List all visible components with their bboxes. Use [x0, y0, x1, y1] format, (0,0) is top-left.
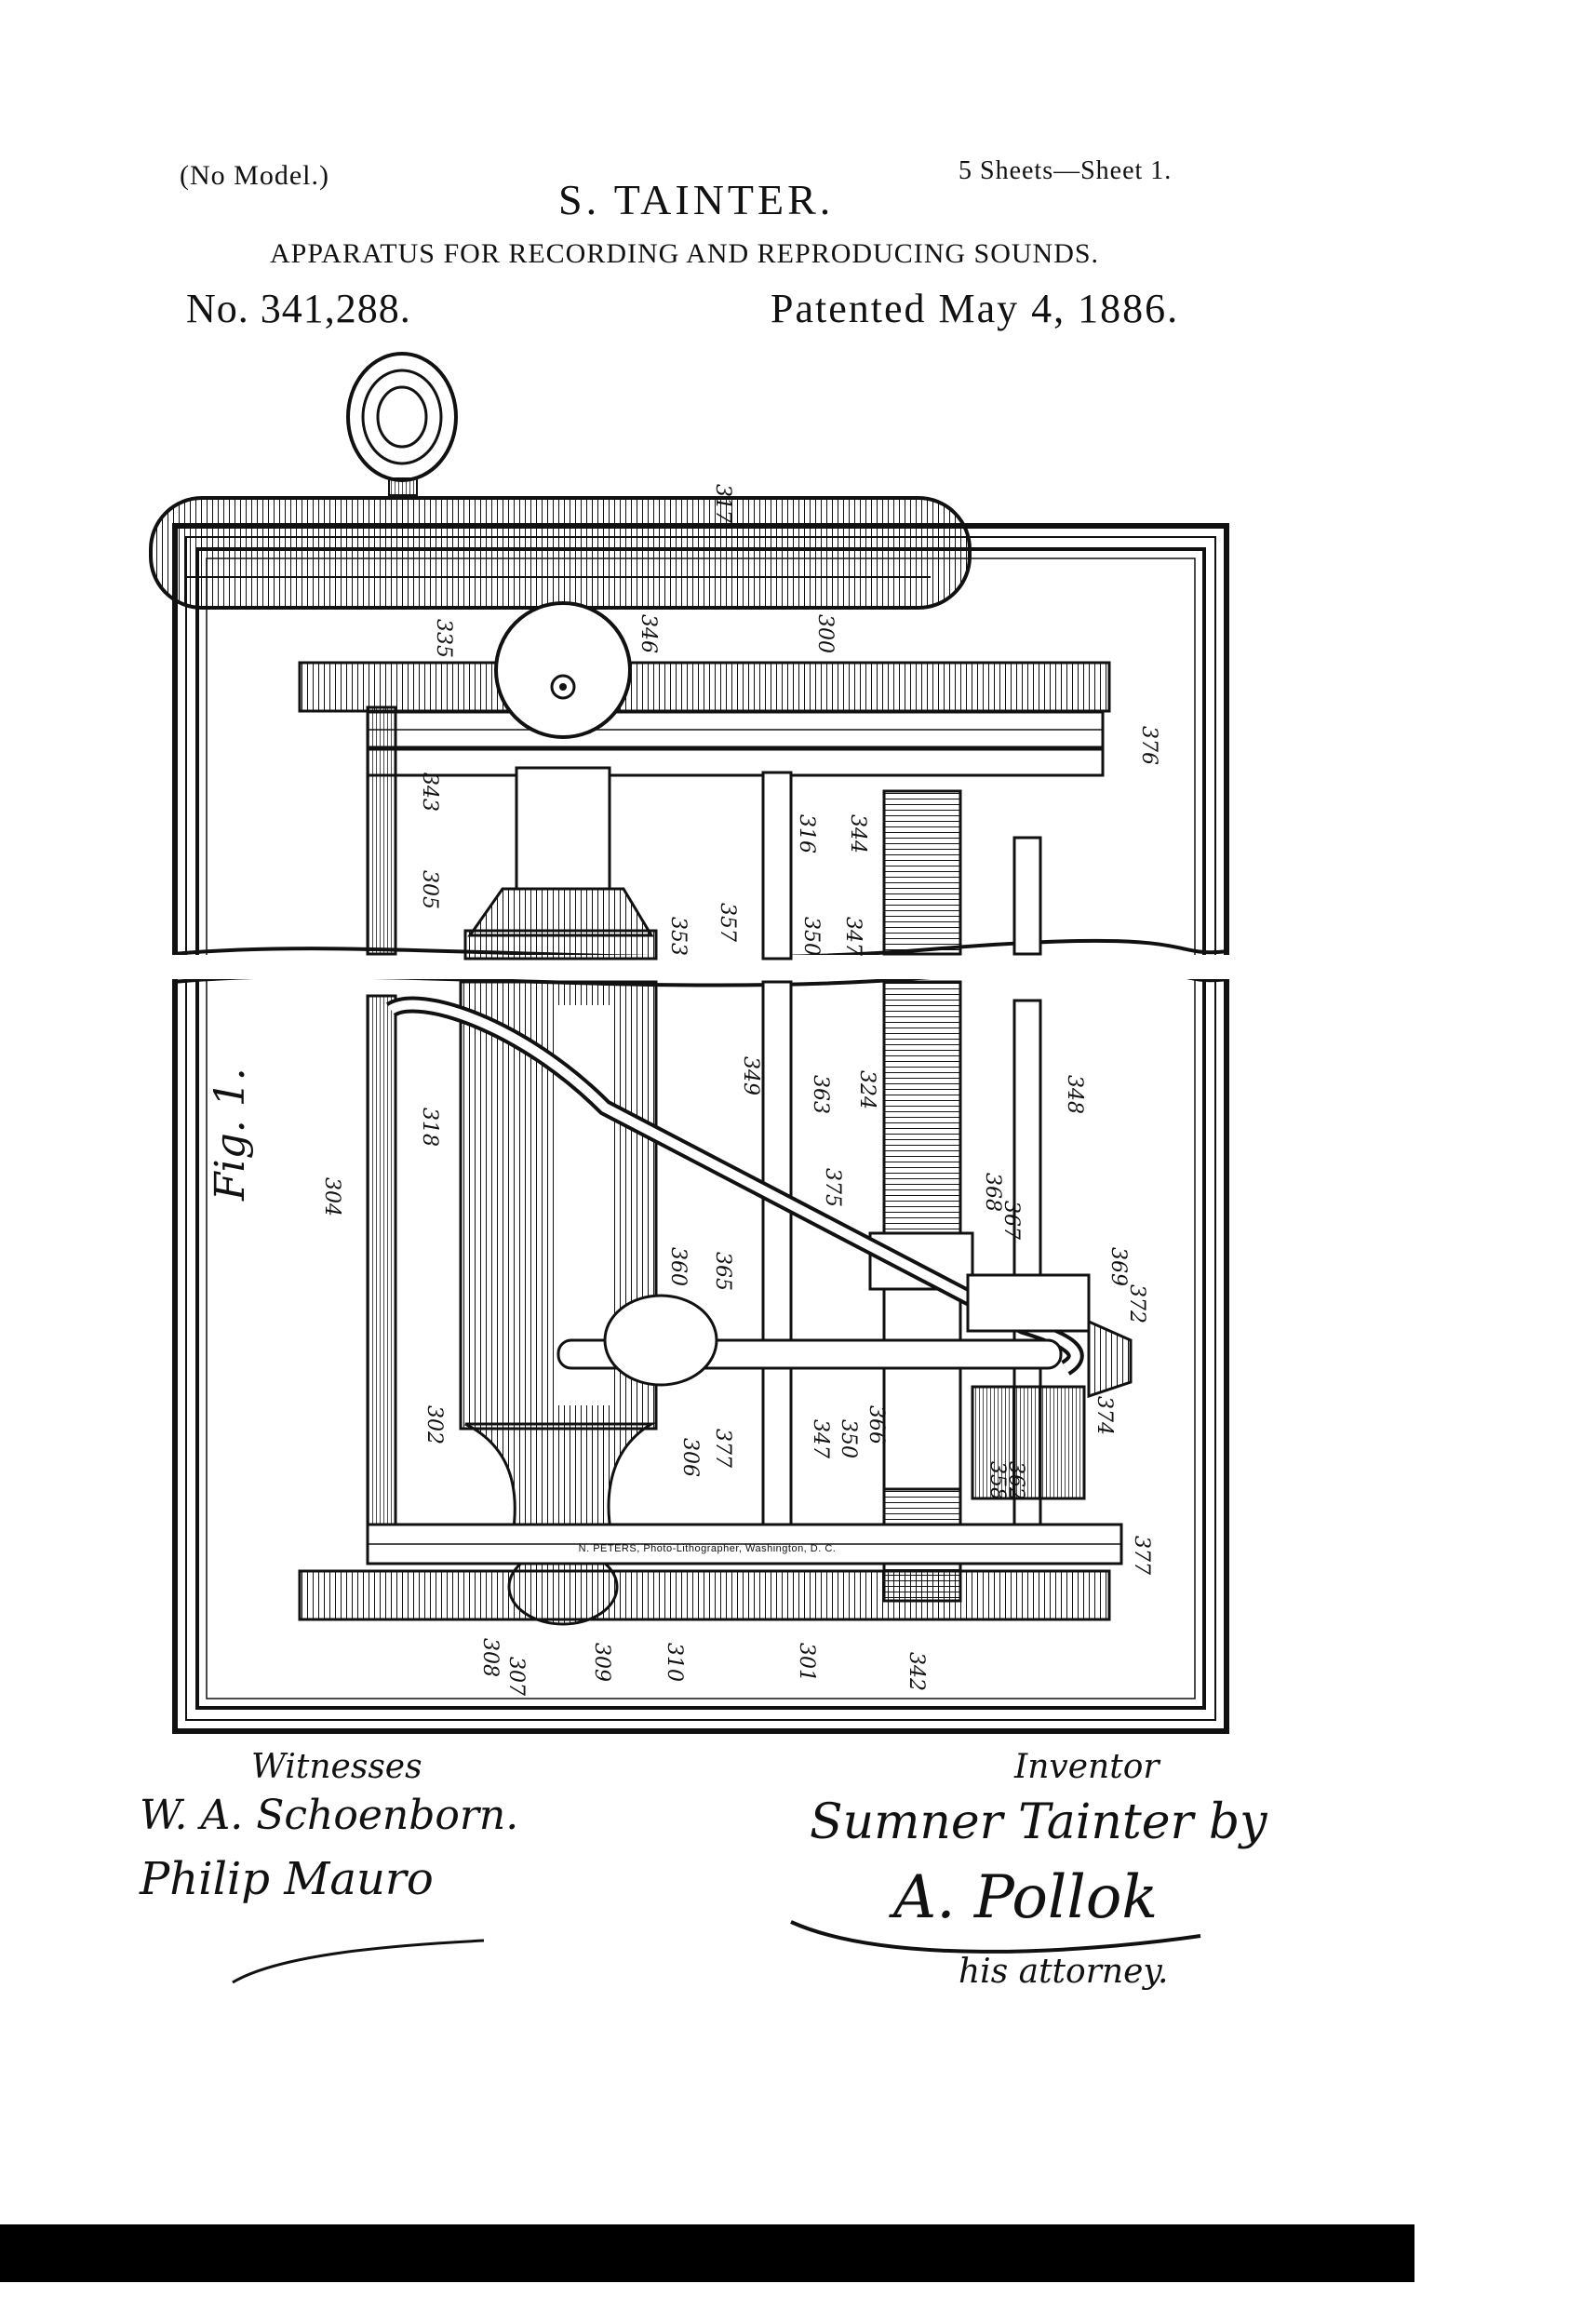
ref-324: 324 [855, 1070, 878, 1109]
ref-368: 368 [981, 1173, 1004, 1212]
ref-372: 372 [1125, 1284, 1148, 1323]
attorney-note: his attorney. [959, 1953, 1168, 1991]
attorney-signature: A. Pollok [889, 1863, 1158, 1932]
patent-number: No. 341,288. [186, 286, 411, 331]
ref-353: 353 [666, 917, 690, 956]
ref-349: 349 [739, 1056, 762, 1095]
ref-310: 310 [663, 1643, 686, 1682]
ref-300: 300 [813, 614, 837, 653]
ref-318: 318 [418, 1108, 441, 1147]
main-cylinder [459, 766, 658, 1626]
upper-gear-bar [298, 661, 1111, 777]
ref-350b: 350 [837, 1419, 860, 1458]
diagonal-arm [386, 996, 1084, 1387]
ref-357: 357 [716, 903, 739, 942]
ref-307: 307 [504, 1657, 528, 1696]
ref-366: 366 [865, 1405, 888, 1444]
ref-304: 304 [320, 1177, 343, 1216]
inventor-label: Inventor [1013, 1748, 1160, 1786]
crank-handle [346, 352, 458, 496]
governor-ball [494, 601, 632, 739]
carriage [966, 1273, 1133, 1500]
ref-363: 363 [809, 1075, 832, 1114]
scan-border-bar [0, 2224, 1414, 2282]
threaded-screw-shaft [868, 789, 974, 1603]
patent-date: Patented May 4, 1886. [771, 286, 1180, 331]
ref-376: 376 [1137, 726, 1160, 765]
ref-377b: 377 [1130, 1536, 1153, 1575]
ref-302: 302 [422, 1405, 446, 1444]
ref-360: 360 [666, 1247, 690, 1286]
ref-348: 348 [1063, 1075, 1086, 1114]
ref-344: 344 [846, 814, 869, 853]
signatures: Witnesses W. A. Schoenborn. Philip Mauro… [139, 1748, 1267, 1991]
ref-377: 377 [711, 1429, 734, 1468]
ref-358: 358 [985, 1461, 1009, 1500]
printer-credit: N. PETERS, Photo-Lithographer, Washingto… [578, 1543, 837, 1554]
witness-1-signature: W. A. Schoenborn. [140, 1792, 518, 1839]
ref-305: 305 [418, 870, 441, 909]
ref-367: 367 [999, 1201, 1023, 1240]
ref-308: 308 [478, 1638, 502, 1677]
inventor-name: S. TAINTER. [558, 176, 835, 223]
inventor-signature: Sumner Tainter by [810, 1794, 1267, 1850]
patent-title: APPARATUS FOR RECORDING AND REPRODUCING … [270, 238, 1100, 269]
witness-2-signature: Philip Mauro [139, 1853, 434, 1905]
model-note: (No Model.) [180, 160, 329, 191]
ref-301: 301 [795, 1643, 818, 1682]
ref-346: 346 [637, 614, 660, 653]
ref-343: 343 [418, 772, 441, 812]
ref-350: 350 [799, 917, 823, 956]
ref-317: 317 [711, 484, 734, 523]
ref-374: 374 [1093, 1396, 1116, 1435]
ref-362: 362 [1004, 1461, 1027, 1500]
ref-306: 306 [678, 1438, 702, 1477]
ref-347b: 347 [809, 1419, 832, 1458]
witnesses-label: Witnesses [251, 1748, 422, 1786]
ref-347: 347 [841, 917, 865, 956]
ref-309: 309 [590, 1643, 613, 1682]
ref-369: 369 [1106, 1247, 1130, 1286]
sheet-info: 5 Sheets—Sheet 1. [959, 156, 1173, 185]
ref-365: 365 [711, 1252, 734, 1291]
figure-label: Fig. 1. [207, 1068, 254, 1202]
lower-gear-bar [298, 1523, 1123, 1621]
ref-316: 316 [795, 814, 818, 853]
ref-375: 375 [821, 1168, 844, 1207]
ref-335: 335 [432, 619, 455, 658]
reference-numerals: 317 335 346 300 376 343 316 344 305 353 … [320, 484, 1160, 1696]
flywheel-roller [149, 496, 972, 610]
ref-342: 342 [905, 1652, 928, 1691]
